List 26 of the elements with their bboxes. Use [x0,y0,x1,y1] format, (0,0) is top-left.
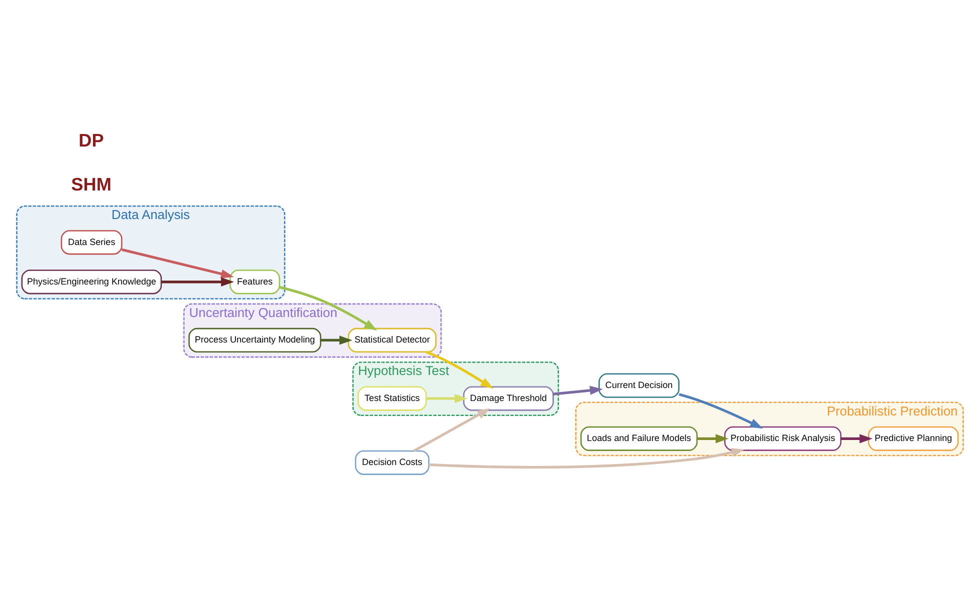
arrow [678,393,763,429]
node-box: Probabilistic Risk Analysis [724,426,841,451]
node-box: Predictive Planning [868,426,958,451]
arrow [840,434,872,444]
node-box: Process Uncertainty Modeling [188,328,321,353]
node-box: Statistical Detector [347,328,436,353]
arrow [426,394,468,404]
node-box: Current Decision [598,373,679,398]
node-box: Test Statistics [357,386,426,411]
arrow [160,277,234,286]
node-box: Features [229,270,280,294]
node-box: Physics/Engineering Knowledge [20,270,162,294]
arrow [696,434,728,444]
arrow [120,248,234,278]
label: DP [78,130,104,150]
arrow [278,286,377,331]
arrow [320,336,352,345]
arrow [412,408,490,452]
arrow [425,350,493,389]
node-box: Decision Costs [354,450,429,475]
label: SHM [70,174,111,194]
arrow [428,448,744,469]
node-box: Damage Threshold [462,386,554,411]
node-box: Loads and Failure Models [580,426,698,451]
node-box: Data Series [60,230,122,255]
arrow [552,386,602,396]
